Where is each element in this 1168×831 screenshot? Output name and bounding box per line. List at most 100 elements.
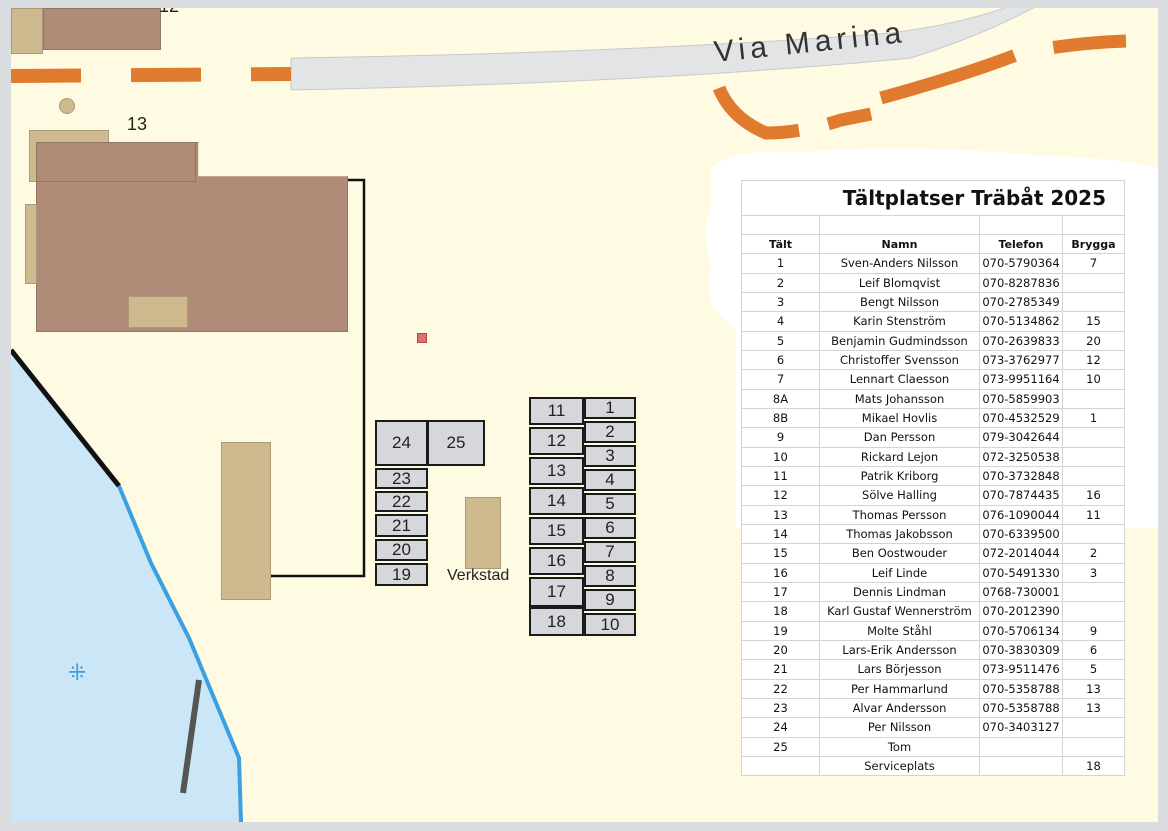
cell-namn: Patrik Kriborg xyxy=(819,465,980,487)
cell-namn: Lars-Erik Andersson xyxy=(819,639,980,661)
tent-plot-4: 4 xyxy=(584,469,636,491)
cell-namn: Thomas Persson xyxy=(819,504,980,525)
cell-namn: Karin Stenström xyxy=(819,311,980,332)
tent-plot-7: 7 xyxy=(584,541,636,563)
cell-brygga xyxy=(1062,388,1125,409)
cell-talt: 19 xyxy=(741,620,820,641)
cell-brygga xyxy=(1062,465,1125,487)
cell-telefon: 072-2014044 xyxy=(979,543,1063,564)
cell-brygga: 7 xyxy=(1062,253,1125,274)
cell-namn: Alvar Andersson xyxy=(819,697,980,719)
cell-telefon: 070-3403127 xyxy=(979,717,1063,738)
cell-brygga: 3 xyxy=(1062,562,1125,583)
table-header: Tält Namn Telefon Brygga xyxy=(741,233,1125,255)
cell-namn: Molte Ståhl xyxy=(819,620,980,641)
building xyxy=(25,204,37,284)
cell-brygga: 13 xyxy=(1062,697,1125,719)
tent-plot-25: 25 xyxy=(427,420,485,466)
cell-namn: Tom xyxy=(819,736,980,757)
cell-talt: 14 xyxy=(741,523,820,545)
building xyxy=(11,8,43,54)
footpath xyxy=(712,85,873,140)
cell-brygga xyxy=(1062,581,1125,603)
building xyxy=(59,98,75,114)
cell-telefon: 070-3732848 xyxy=(979,465,1063,487)
cell-telefon: 073-9511476 xyxy=(979,659,1063,680)
cell-namn: Lennart Claesson xyxy=(819,369,980,390)
workshop-building xyxy=(465,497,501,569)
cell-telefon xyxy=(979,755,1063,777)
cell-brygga xyxy=(1062,427,1125,448)
cell-namn: Dan Persson xyxy=(819,427,980,448)
footpath xyxy=(11,67,292,83)
tent-plot-8: 8 xyxy=(584,565,636,587)
cell-talt: 13 xyxy=(741,504,820,525)
cell-telefon: 070-5790364 xyxy=(979,253,1063,274)
fence xyxy=(270,178,366,578)
cell-telefon: 070-2639833 xyxy=(979,330,1063,351)
cell-telefon: 072-3250538 xyxy=(979,446,1063,467)
workshop-label: Verkstad xyxy=(447,567,510,584)
cell-brygga: 2 xyxy=(1062,543,1125,564)
cell-talt: 12 xyxy=(741,485,820,506)
cell-telefon xyxy=(979,736,1063,757)
cell-brygga xyxy=(1062,272,1125,293)
tent-plot-6: 6 xyxy=(584,517,636,539)
cell-talt: 6 xyxy=(741,349,820,371)
tent-plot-17: 17 xyxy=(529,577,584,607)
col-brygga: Brygga xyxy=(1062,233,1125,255)
cell-brygga: 15 xyxy=(1062,311,1125,332)
cell-namn: Per Nilsson xyxy=(819,717,980,738)
cell-talt: 7 xyxy=(741,369,820,390)
cell-talt: 21 xyxy=(741,659,820,680)
cell-telefon: 070-5358788 xyxy=(979,697,1063,719)
cell-telefon: 076-1090044 xyxy=(979,504,1063,525)
cell-telefon: 070-3830309 xyxy=(979,639,1063,661)
cell-telefon: 0768-730001 xyxy=(979,581,1063,603)
cell-namn: Karl Gustaf Wennerström xyxy=(819,601,980,622)
shed xyxy=(221,442,271,600)
cell-telefon: 070-6339500 xyxy=(979,523,1063,545)
cell-talt: 17 xyxy=(741,581,820,603)
water-symbol: ⁜ xyxy=(68,661,86,686)
cell-brygga: 16 xyxy=(1062,485,1125,506)
cell-brygga: 13 xyxy=(1062,678,1125,699)
cell-talt: 22 xyxy=(741,678,820,699)
cell-telefon: 070-5491330 xyxy=(979,562,1063,583)
cell-talt: 24 xyxy=(741,717,820,738)
tent-plot-24: 24 xyxy=(375,420,428,466)
tent-plot-15: 15 xyxy=(529,517,584,545)
cell-telefon: 073-3762977 xyxy=(979,349,1063,371)
cell-namn: Bengt Nilsson xyxy=(819,291,980,313)
cell-namn: Lars Börjesson xyxy=(819,659,980,680)
tent-plot-11: 11 xyxy=(529,397,584,425)
cell-namn: Per Hammarlund xyxy=(819,678,980,699)
cell-telefon: 070-5134862 xyxy=(979,311,1063,332)
tent-plot-20: 20 xyxy=(375,539,428,561)
col-namn: Namn xyxy=(819,233,980,255)
cell-telefon: 073-9951164 xyxy=(979,369,1063,390)
building xyxy=(36,142,196,182)
tent-plot-18: 18 xyxy=(529,607,584,636)
cell-talt: 11 xyxy=(741,465,820,487)
building xyxy=(128,296,188,328)
cell-talt: 9 xyxy=(741,427,820,448)
tent-plot-23: 23 xyxy=(375,468,428,489)
cell-namn: Leif Linde xyxy=(819,562,980,583)
cell-telefon: 070-2785349 xyxy=(979,291,1063,313)
cell-namn: Serviceplats xyxy=(819,755,980,777)
jetty xyxy=(180,679,202,794)
